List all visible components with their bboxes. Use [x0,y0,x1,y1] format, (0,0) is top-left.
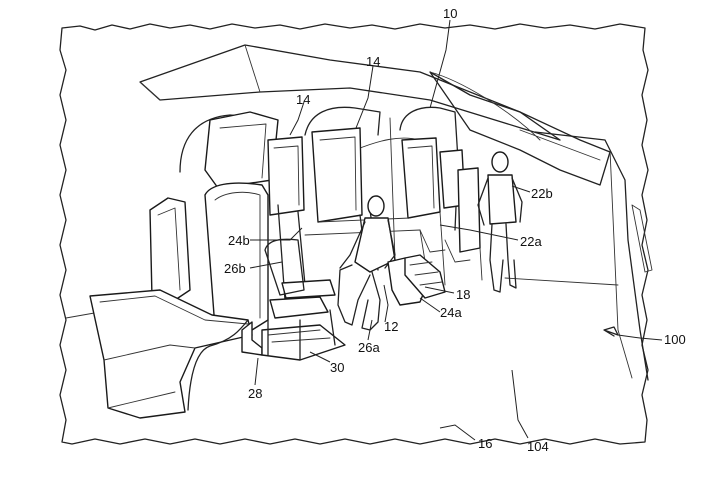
upper-seat-back-26b [264,238,305,296]
label-14-mid: 14 [366,54,380,69]
step-upper-24b-2 [281,279,336,299]
leader-16 [439,424,476,441]
lower-step-24a [404,254,446,299]
front-seat-back-inner [214,191,261,319]
wall-window-strip [631,204,653,273]
front-seat-armrest [103,344,196,409]
leader-22a [439,224,519,241]
leader-10 [429,19,451,109]
upper-seat-14a [267,136,305,216]
step-upper-24b [269,296,329,319]
upper-seat-14b [311,127,363,223]
upper-step-pair [419,229,471,263]
lower-seat-left-back-inner [157,207,181,291]
passenger-seated-legs [337,264,381,331]
passenger-standing-arms [477,177,523,226]
step-frame-28 [241,321,263,356]
front-seat-side [187,319,249,411]
leader-24a [419,297,441,313]
label-100: 100 [664,332,686,347]
ceiling-curve [429,71,601,161]
label-104: 104 [527,439,549,454]
label-24a: 24a [440,305,462,320]
leader-14-mid [355,65,374,129]
upper-seat-right-inner [407,145,435,209]
passenger-standing-torso [487,174,517,225]
label-26a: 26a [358,340,380,355]
upper-seat-far-left-inner [219,123,267,179]
rear-bulkhead [534,131,649,381]
label-18: 18 [456,287,470,302]
leader-14-left [289,101,305,136]
label-10: 10 [443,6,457,21]
front-seat-cushion [89,289,253,419]
passenger-standing-head [491,151,509,173]
leader-104 [511,369,529,439]
leader-100 [617,334,663,341]
passenger-seated-torso [354,217,396,273]
passenger-standing-legs [489,223,517,293]
step-legs [267,309,336,361]
upper-seat-14a-inner [273,145,300,206]
upper-seat-far-left [204,111,279,189]
label-14-left: 14 [296,92,310,107]
seat-far-right-2 [457,167,481,253]
passenger-seated [337,195,396,331]
lower-step-24a-lines [409,261,443,286]
leader-30 [309,351,331,363]
step-platform-30-lines [267,329,331,343]
label-24b: 24b [228,233,250,248]
label-26b: 26b [224,261,246,276]
leader-100-arrow [603,326,619,337]
lower-seat-left-back [149,197,191,301]
label-16: 16 [478,436,492,451]
upper-seat-14b-inner [319,136,357,211]
front-seat-cushion-top [99,295,249,325]
leader-22b [511,185,531,193]
front-seat-back [204,182,269,331]
label-22a: 22a [520,234,542,249]
floor-edge-right [504,277,619,286]
window-frame-mid [304,106,381,136]
label-28: 28 [248,386,262,401]
leader-26a [367,319,373,341]
passenger-standing [477,151,523,293]
label-30: 30 [330,360,344,375]
leader-28 [254,357,259,386]
leader-24b [250,227,303,241]
torn-border [59,23,649,445]
rear-wall-panel [609,149,633,379]
leader-26b [249,261,283,269]
leader-18 [424,286,455,294]
leader-12 [383,284,389,323]
window-frame-right [399,106,459,231]
passenger-seated-head [367,195,385,217]
label-12: 12 [384,319,398,334]
overhead-bin-left [139,44,561,141]
ceiling-panel-right [429,71,611,186]
overhead-bin-edge [139,44,261,101]
label-22b: 22b [531,186,553,201]
